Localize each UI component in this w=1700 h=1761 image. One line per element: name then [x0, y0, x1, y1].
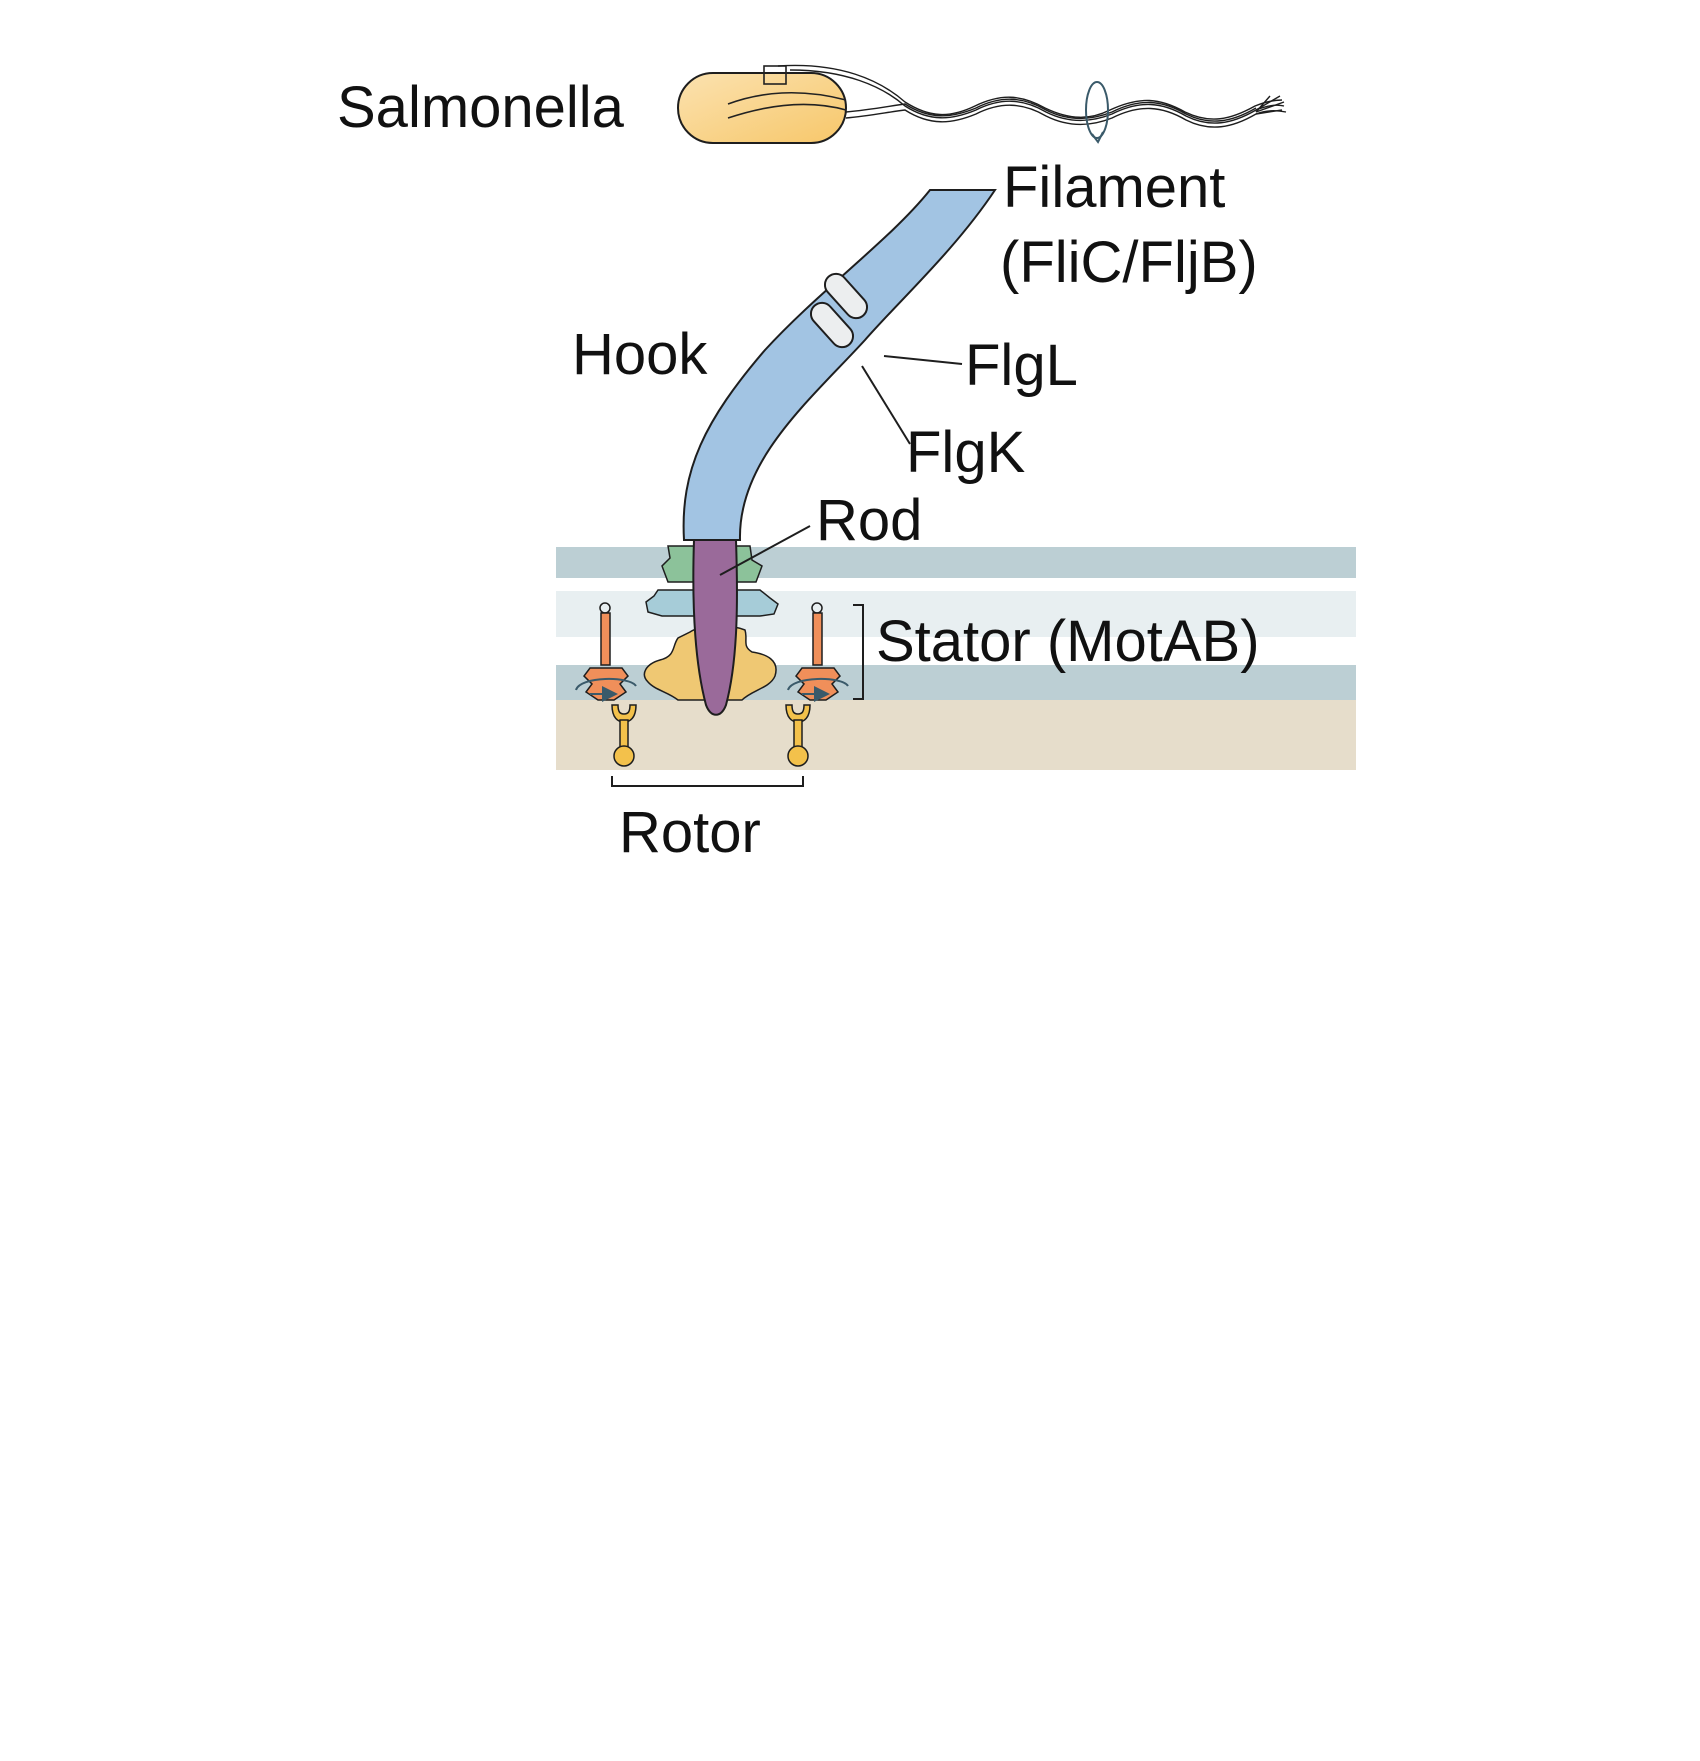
filament-proteins-label: (FliC/FljB)	[1000, 230, 1258, 295]
hook-filament	[682, 189, 997, 541]
junction-rings	[809, 272, 869, 349]
rod	[692, 539, 738, 716]
flgl-leader	[883, 355, 963, 365]
flgk-label: FlgK	[906, 420, 1026, 485]
zoom-box	[763, 65, 787, 85]
flgl-label: FlgL	[965, 333, 1078, 398]
rotor-arm-right	[785, 704, 811, 767]
flagellar-bundle	[777, 64, 1287, 128]
flgk-leader	[861, 365, 911, 445]
stator-bracket	[853, 604, 864, 700]
salmonella-cell-illustration	[677, 64, 1287, 144]
cytoplasm	[556, 700, 1356, 770]
rotor-arm-left	[611, 704, 637, 767]
stator-label: Stator (MotAB)	[876, 609, 1260, 674]
filament-label: Filament	[1003, 155, 1225, 220]
organism-label: Salmonella	[337, 75, 625, 140]
rod-leader	[719, 525, 811, 576]
rotor-label: Rotor	[619, 800, 761, 865]
flgk-ring	[809, 301, 855, 349]
rotor-bracket	[611, 776, 804, 787]
cell-flagella-inside	[727, 91, 847, 119]
flgl-ring	[823, 272, 869, 320]
rod-label: Rod	[816, 488, 922, 553]
rotation-arrow-icon	[1085, 81, 1109, 144]
rotation-arrow-icon	[575, 677, 849, 702]
cell-body	[677, 72, 847, 144]
hook-label: Hook	[572, 322, 708, 387]
